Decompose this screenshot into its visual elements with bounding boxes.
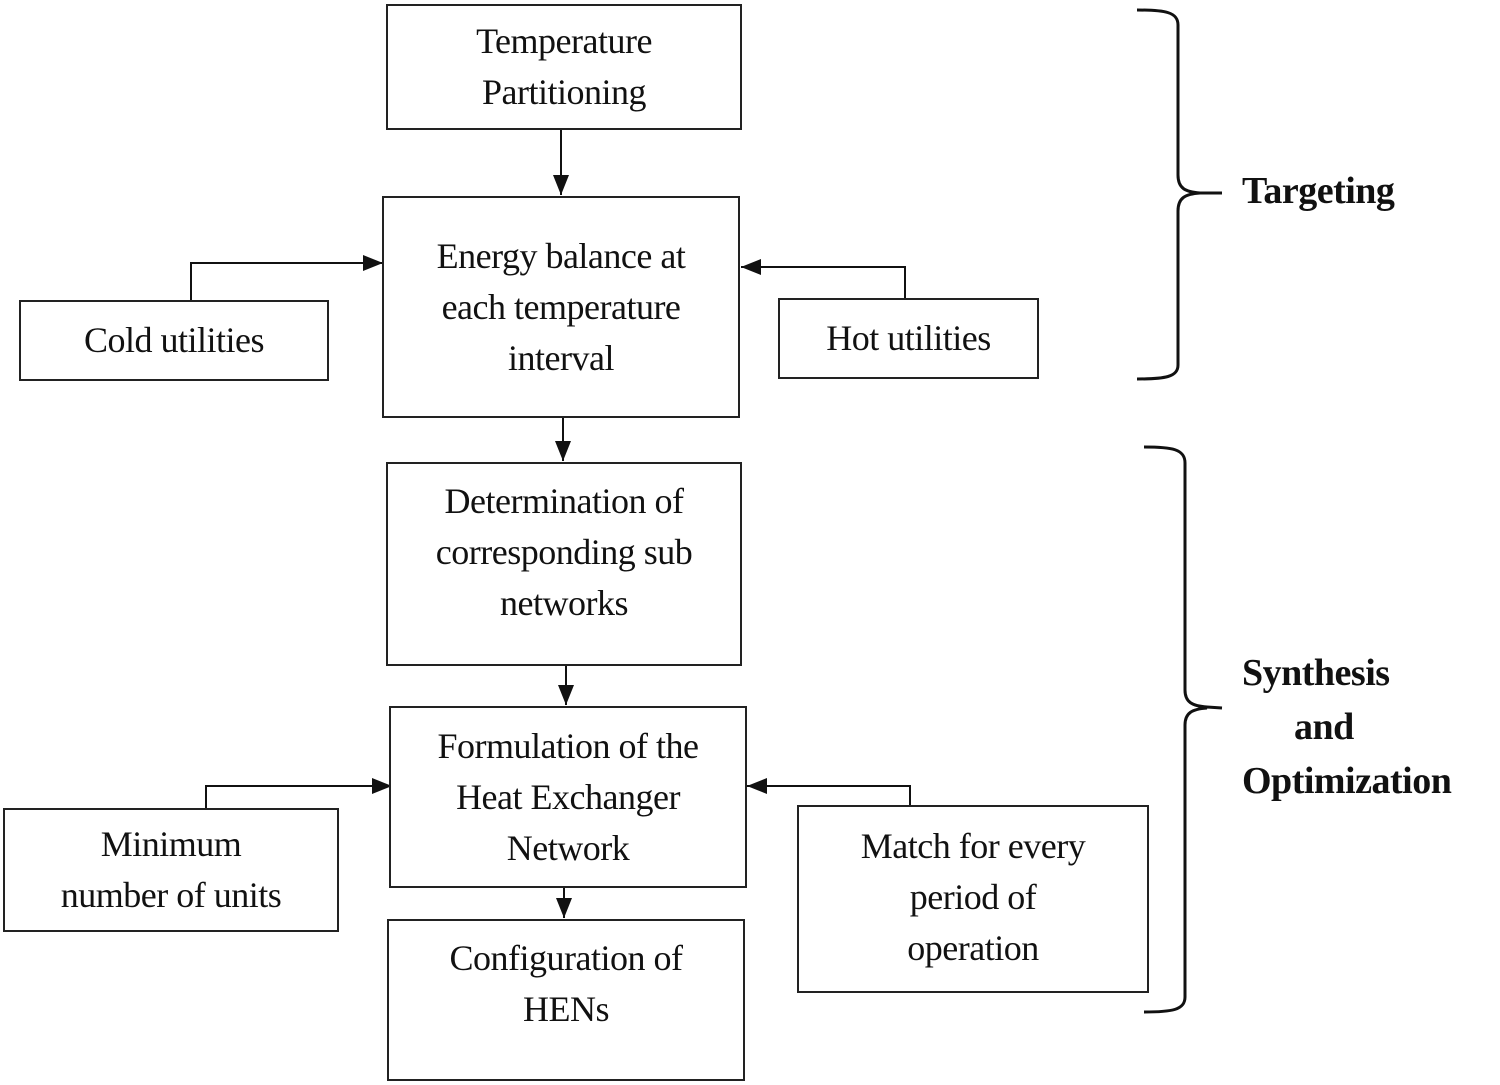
arrow-cold-utilities-to-energy-balance xyxy=(190,255,383,300)
node-text: corresponding sub xyxy=(435,532,693,572)
node-formulation-hen: Formulation of the Heat Exchanger Networ… xyxy=(389,706,747,888)
group-text: Optimization xyxy=(1242,760,1452,802)
node-text: Minimum xyxy=(100,824,242,864)
node-text: interval xyxy=(508,337,614,378)
node-determination-subnetworks: Determination of corresponding sub netwo… xyxy=(386,462,742,666)
group-label-targeting: Targeting xyxy=(1242,164,1395,218)
node-text: Configuration of xyxy=(449,938,683,978)
group-label-synthesis: Synthesis and Optimization xyxy=(1242,646,1452,808)
group-text: and xyxy=(1294,706,1354,748)
node-text: HENs xyxy=(523,989,610,1029)
node-text: each temperature xyxy=(441,286,681,327)
node-text: Formulation of the xyxy=(437,725,699,766)
node-text: Hot utilities xyxy=(826,318,991,358)
node-temperature-partitioning: Temperature Partitioning xyxy=(386,4,742,130)
group-text: Synthesis xyxy=(1242,652,1390,694)
node-text: Temperature xyxy=(476,21,652,61)
node-text: Energy balance at xyxy=(436,235,686,276)
node-text: Match for every xyxy=(860,826,1086,866)
node-text: number of units xyxy=(60,875,282,915)
node-text: Network xyxy=(506,827,630,868)
node-text: Cold utilities xyxy=(83,320,265,360)
node-match-every-period: Match for every period of operation xyxy=(797,805,1149,993)
node-configuration-hens: Configuration of HENs xyxy=(387,919,745,1081)
node-text: operation xyxy=(907,928,1039,968)
node-energy-balance: Energy balance at each temperature inter… xyxy=(382,196,740,418)
node-cold-utilities: Cold utilities xyxy=(19,300,329,381)
node-text: period of xyxy=(909,877,1037,917)
node-minimum-units: Minimum number of units xyxy=(3,808,339,932)
node-text: Heat Exchanger xyxy=(456,776,680,817)
brace-synthesis xyxy=(1143,445,1223,1014)
group-text: Targeting xyxy=(1242,170,1395,212)
node-text: networks xyxy=(500,583,628,623)
brace-targeting xyxy=(1136,8,1222,381)
node-text: Partitioning xyxy=(482,72,647,112)
node-hot-utilities: Hot utilities xyxy=(778,298,1039,379)
arrow-match-period-to-formulation xyxy=(747,778,911,806)
arrow-hot-utilities-to-energy-balance xyxy=(741,259,906,299)
node-text: Determination of xyxy=(444,481,684,521)
arrow-minimum-units-to-formulation xyxy=(205,778,392,808)
